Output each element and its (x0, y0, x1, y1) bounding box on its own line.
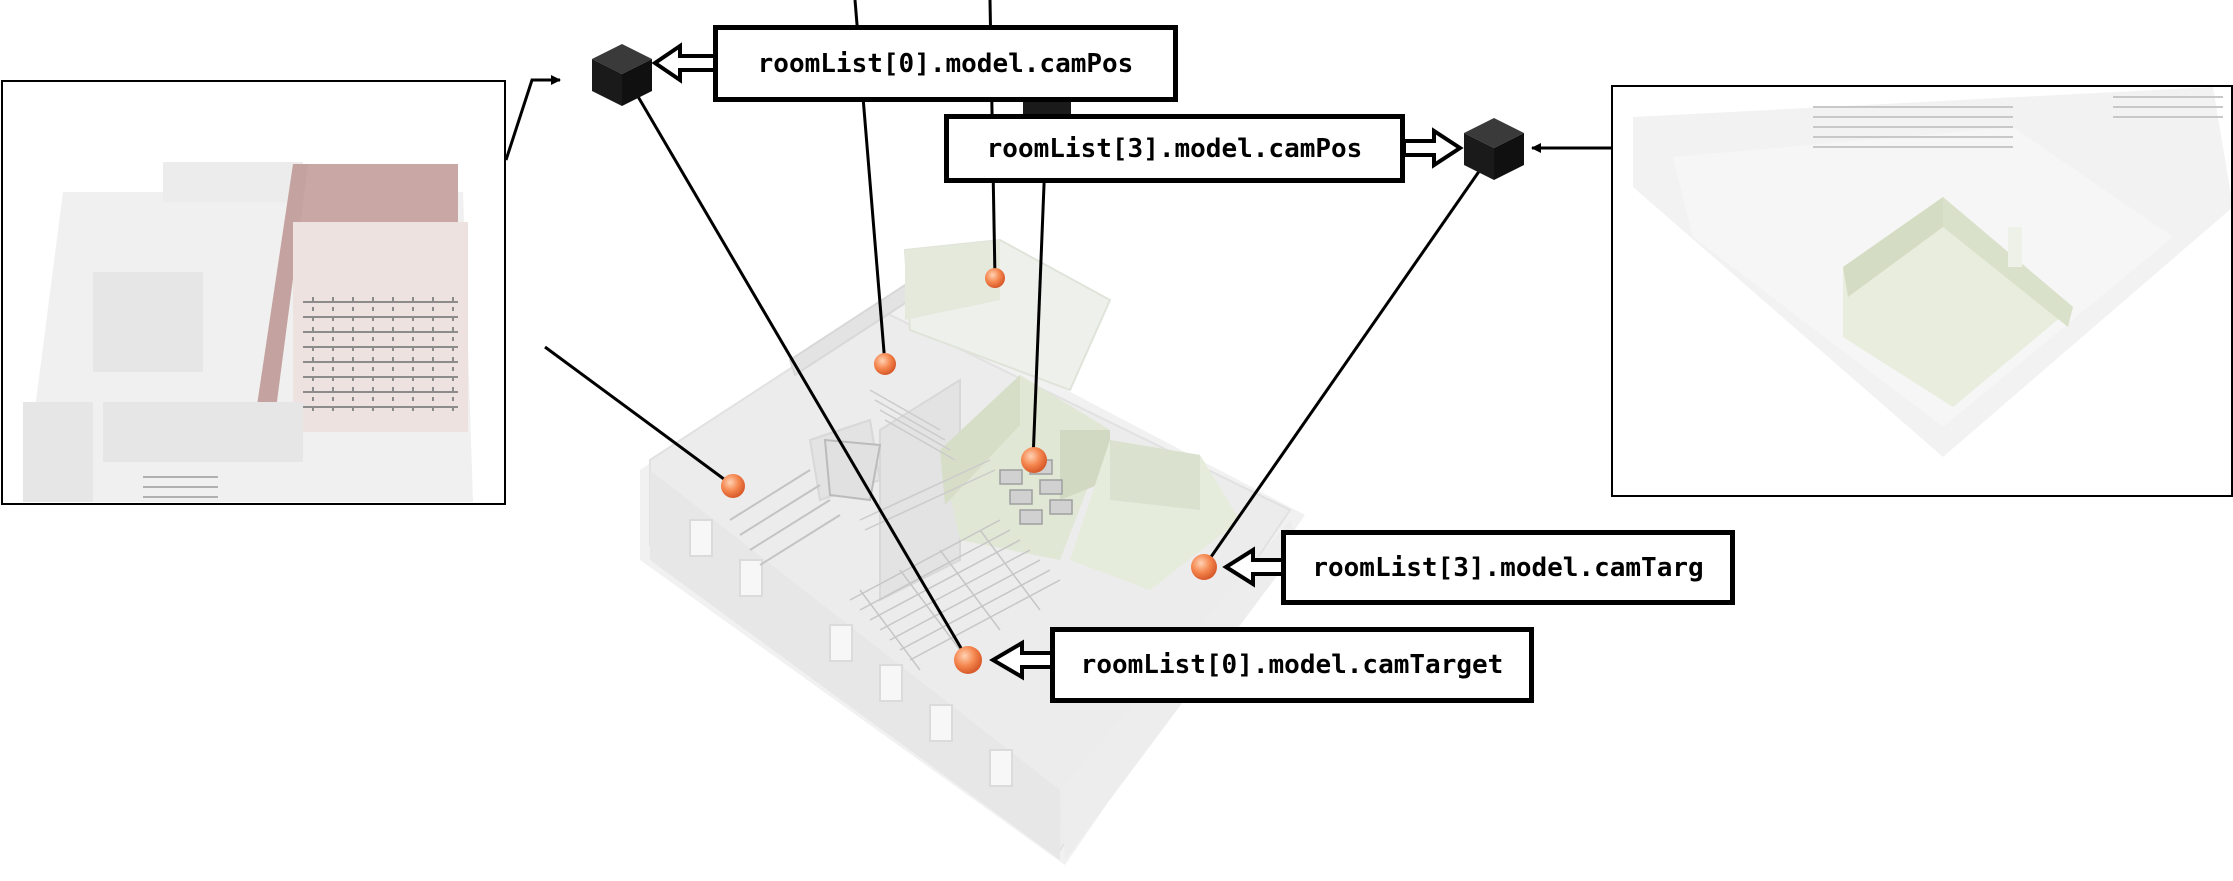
seating-area-front (849, 519, 1061, 671)
line-cam3-to-target3 (1202, 169, 1482, 568)
desk-cluster (999, 459, 1073, 525)
label-room0-camtarget: roomList[0].model.camTarget (1050, 627, 1534, 703)
target-marker-icon (1021, 447, 1047, 473)
line-left-inset (544, 345, 733, 487)
right-inset-door (2008, 227, 2022, 267)
target-marker-icon (721, 474, 745, 498)
label-room3-camtarg: roomList[3].model.camTarg (1281, 530, 1735, 605)
label-room0-campos: roomList[0].model.camPos (713, 25, 1178, 102)
target-marker-icon (985, 268, 1005, 288)
left-inset-view (1, 80, 506, 505)
target-marker-icon (1191, 554, 1217, 580)
left-inset-wall (163, 162, 303, 202)
facade-windows (689, 519, 1013, 787)
line-top-c (1031, 159, 1047, 461)
left-inset-room-back-wall (293, 164, 458, 224)
label-room3-campos: roomList[3].model.camPos (944, 114, 1405, 183)
arrow-room3-camtarg (1222, 546, 1285, 588)
room-4-wall (1110, 440, 1200, 510)
cube-camera-icon (592, 44, 652, 106)
left-inset-seating (303, 297, 458, 417)
target-marker-icon (874, 353, 896, 375)
line-inset-to-cam0 (504, 75, 561, 161)
right-inset-seating (1813, 96, 2223, 148)
left-inset-small-seating (143, 476, 218, 498)
line-cam0-to-target0 (631, 87, 970, 661)
cube-camera-icon (1464, 118, 1524, 180)
right-inset-room-wall-left (1843, 197, 1943, 297)
podium (823, 438, 882, 502)
left-inset-room-floor (293, 222, 468, 432)
room-3-wall-left (940, 375, 1020, 505)
right-inset-view (1611, 85, 2233, 497)
target-markers (721, 268, 1217, 674)
upper-room-wall (905, 240, 1000, 320)
left-inset-walls (23, 272, 303, 502)
arrow-room0-campos (651, 42, 717, 84)
label-arrows (651, 42, 1464, 681)
target-marker-icon (954, 646, 982, 674)
building-model (640, 238, 1305, 865)
seating-area-left (729, 469, 841, 566)
arrow-room0-camtarget (989, 639, 1054, 681)
arrow-room3-campos (1402, 127, 1464, 169)
